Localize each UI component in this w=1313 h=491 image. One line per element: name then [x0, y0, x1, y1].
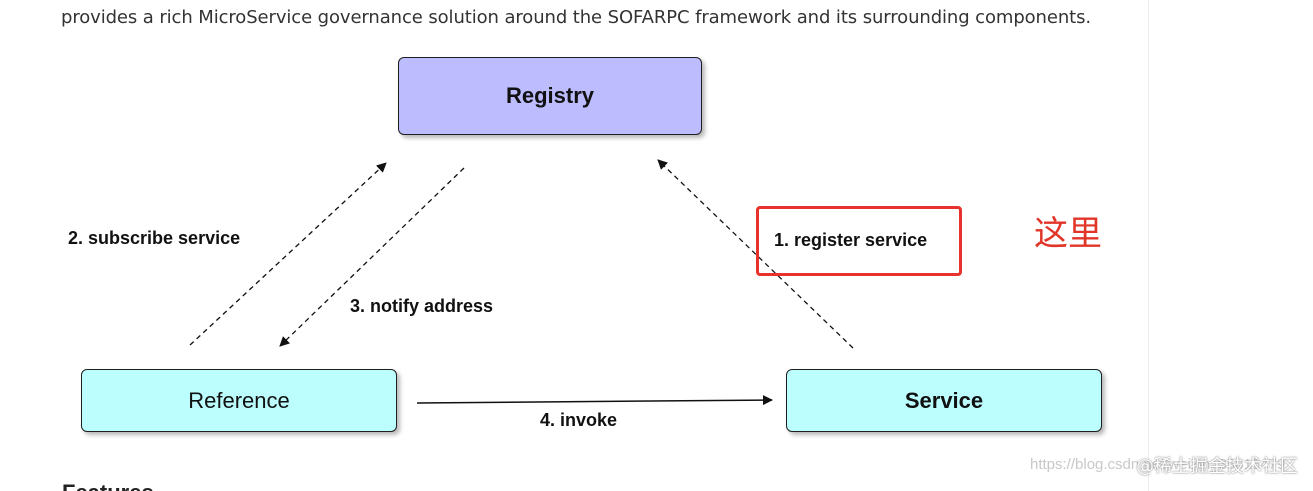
reference-label: Reference	[188, 387, 290, 413]
registry-node: Registry	[398, 57, 702, 135]
register-label: 1. register service	[774, 230, 928, 250]
invoke-label: 4. invoke	[540, 410, 618, 430]
register-arrow	[657, 159, 854, 349]
watermark-url: https://blog.csdn.net/weixin_35815479	[1030, 456, 1286, 473]
intro-paragraph: provides a rich MicroService governance …	[61, 7, 1092, 28]
annotation-text: 这里	[1034, 214, 1102, 254]
notify-label: 3. notify address	[350, 296, 494, 316]
reference-node: Reference	[81, 369, 397, 432]
notify-arrow	[279, 167, 465, 347]
features-heading: Features	[62, 480, 154, 491]
registry-label: Registry	[505, 83, 595, 108]
subscribe-arrow	[189, 162, 387, 346]
service-node: Service	[786, 369, 1102, 432]
invoke-arrow	[416, 395, 773, 406]
content-border	[1148, 0, 1149, 491]
highlight-rectangle	[756, 206, 962, 276]
service-label: Service	[904, 387, 984, 413]
watermark-brand: @稀土掘金技术社区	[1136, 456, 1298, 477]
subscribe-label: 2. subscribe service	[68, 228, 241, 248]
